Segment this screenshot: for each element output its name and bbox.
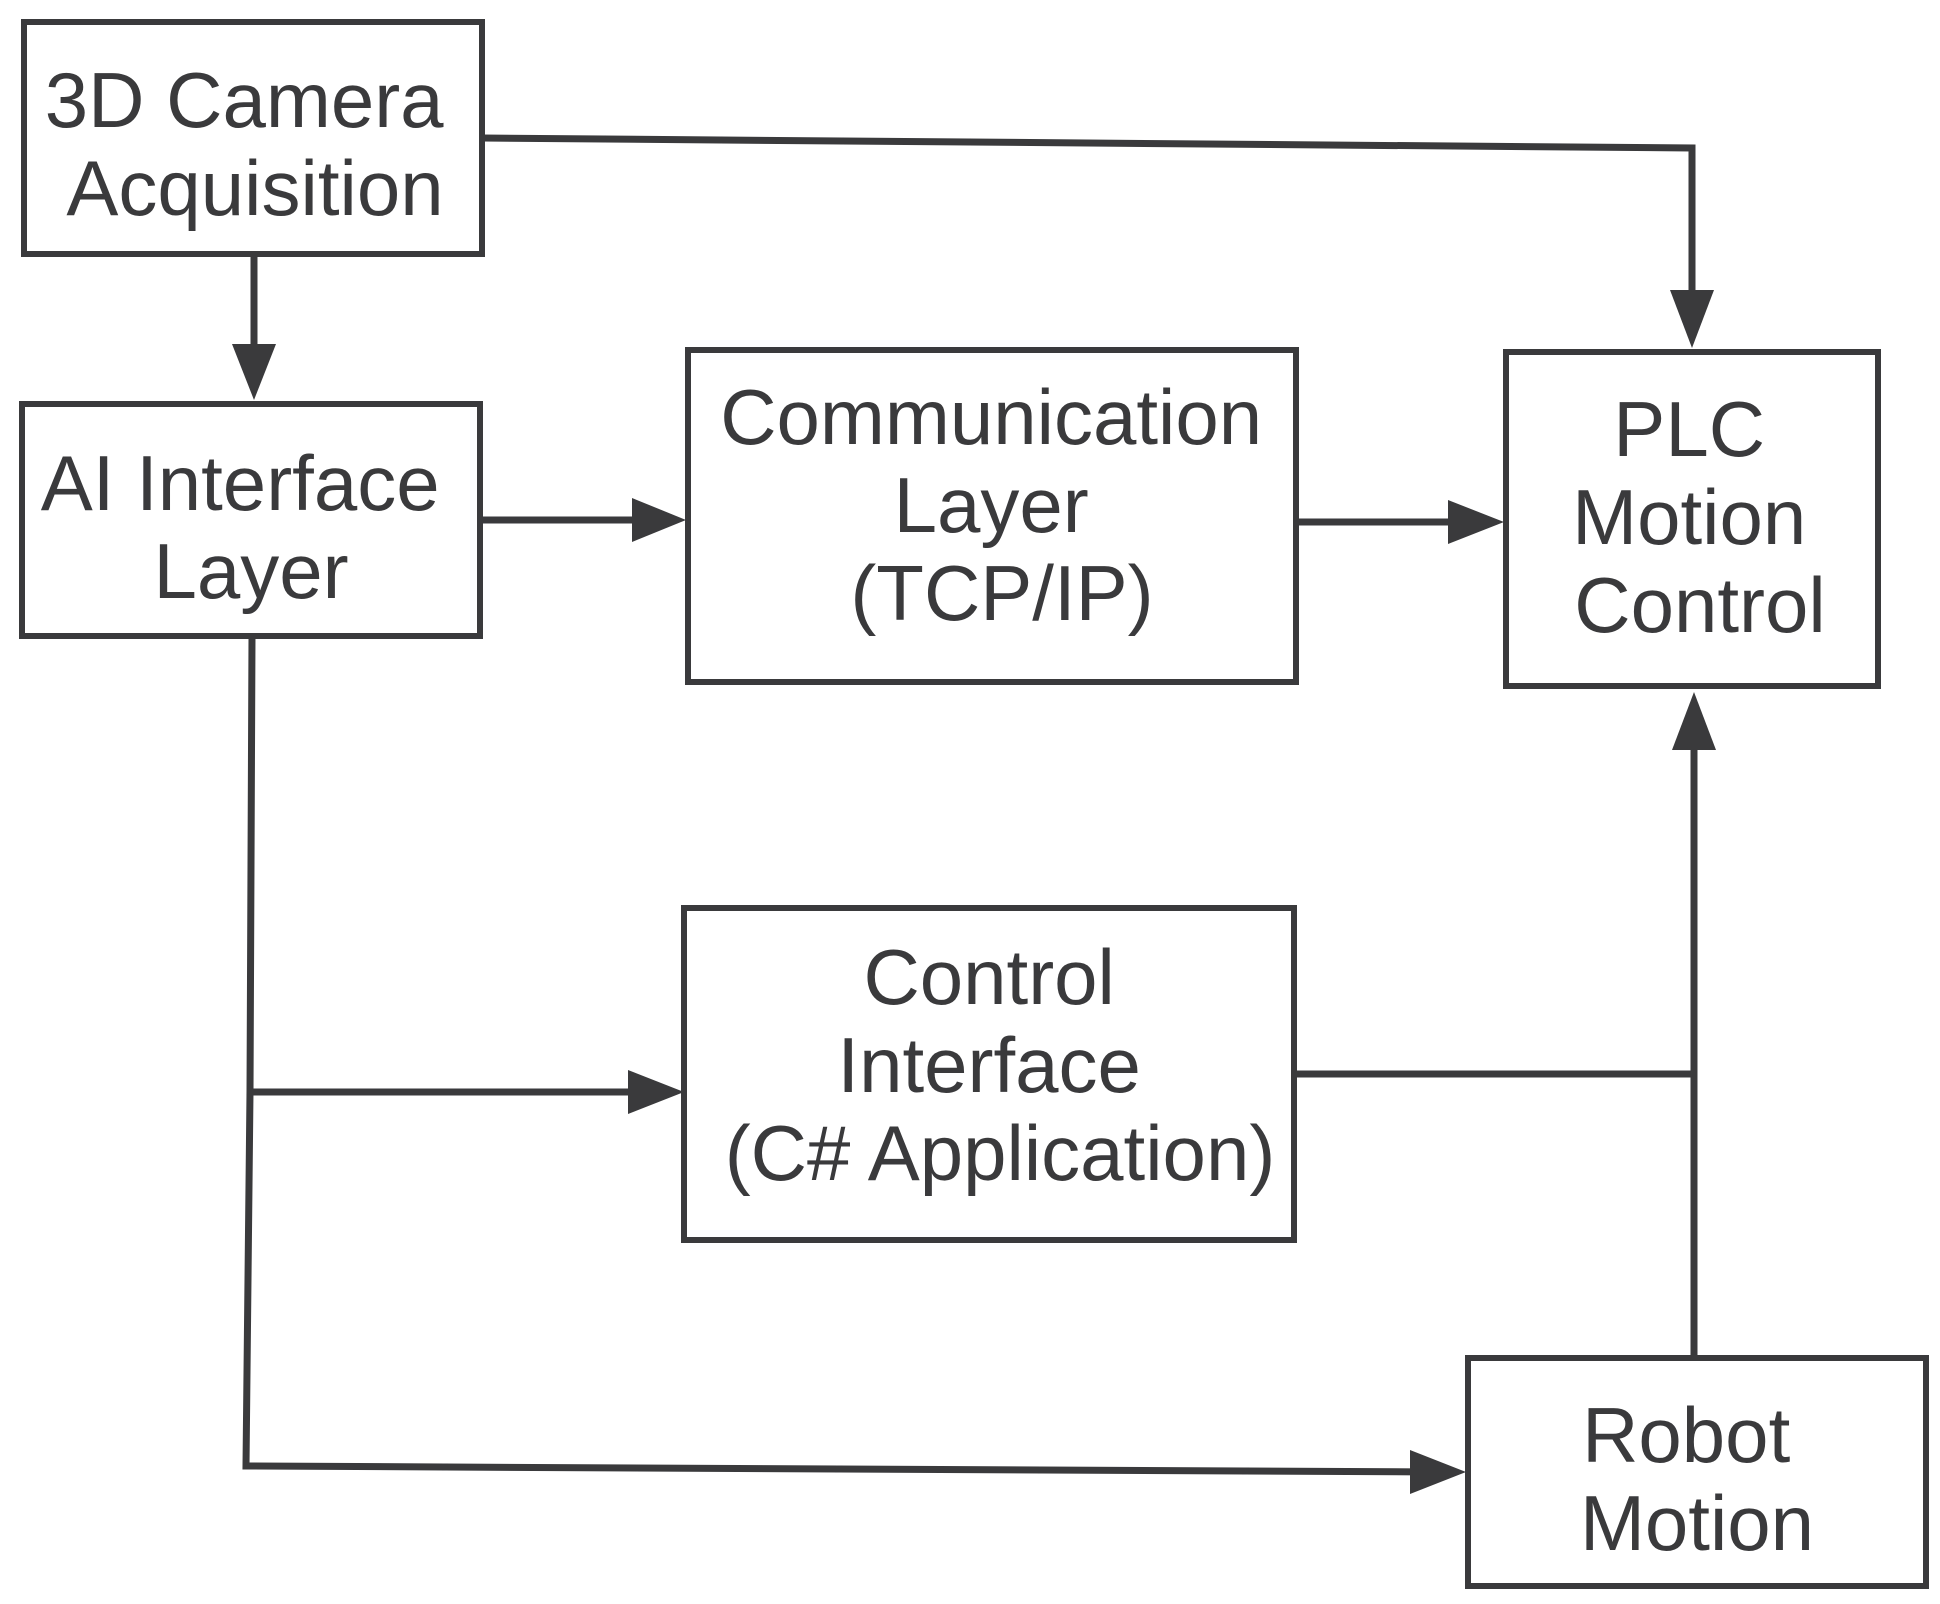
edge-comm-to-plc xyxy=(1296,500,1504,544)
node-camera-line-1: 3D Camera xyxy=(45,56,444,144)
node-comm-line-2: Layer xyxy=(894,461,1089,549)
node-ai-box xyxy=(19,401,483,639)
node-camera: 3D Camera Acquisition xyxy=(21,19,485,257)
node-camera-label: 3D Camera Acquisition xyxy=(45,56,465,232)
edge-ai-to-comm xyxy=(482,498,686,542)
node-plc-line-3: Control xyxy=(1574,561,1825,649)
node-robot-line-2: Motion xyxy=(1580,1479,1814,1567)
connectors xyxy=(232,134,1716,1494)
node-plc-line-1: PLC xyxy=(1613,385,1765,473)
node-control-label: Control Interface (C# Application) xyxy=(725,933,1276,1197)
node-plc-box xyxy=(1503,349,1881,689)
edge-ai-to-robot xyxy=(242,1091,1466,1494)
node-plc-label: PLC Motion Control xyxy=(1572,385,1828,649)
node-ai-line-2: Layer xyxy=(153,527,348,615)
node-control-line-3: (C# Application) xyxy=(725,1109,1276,1197)
node-control-box xyxy=(681,905,1297,1243)
node-comm-label: Communication Layer (TCP/IP) xyxy=(720,373,1284,637)
edge-robot-to-plc xyxy=(1672,692,1716,1356)
node-ai-label: AI Interface Layer xyxy=(41,439,462,615)
node-control: Control Interface (C# Application) xyxy=(681,905,1297,1243)
node-plc: PLC Motion Control xyxy=(1503,349,1881,689)
node-robot-label: Robot Motion xyxy=(1580,1391,1814,1567)
node-comm-box xyxy=(685,347,1299,685)
edge-ai-to-control xyxy=(246,635,684,1114)
node-camera-line-2: Acquisition xyxy=(66,144,443,232)
node-comm-line-1: Communication xyxy=(720,373,1262,461)
node-control-line-1: Control xyxy=(863,933,1114,1021)
node-comm-line-3: (TCP/IP) xyxy=(850,549,1153,637)
node-robot-box xyxy=(1465,1355,1929,1589)
edge-camera-to-plc xyxy=(481,134,1714,348)
node-control-line-2: Interface xyxy=(837,1021,1141,1109)
node-robot: Robot Motion xyxy=(1465,1355,1929,1589)
node-ai: AI Interface Layer xyxy=(19,401,483,639)
edge-camera-to-ai xyxy=(232,256,276,400)
node-camera-box xyxy=(21,19,485,257)
node-ai-line-1: AI Interface xyxy=(41,439,440,527)
node-comm: Communication Layer (TCP/IP) xyxy=(685,347,1299,685)
node-plc-line-2: Motion xyxy=(1572,473,1806,561)
node-robot-line-1: Robot xyxy=(1582,1391,1790,1479)
